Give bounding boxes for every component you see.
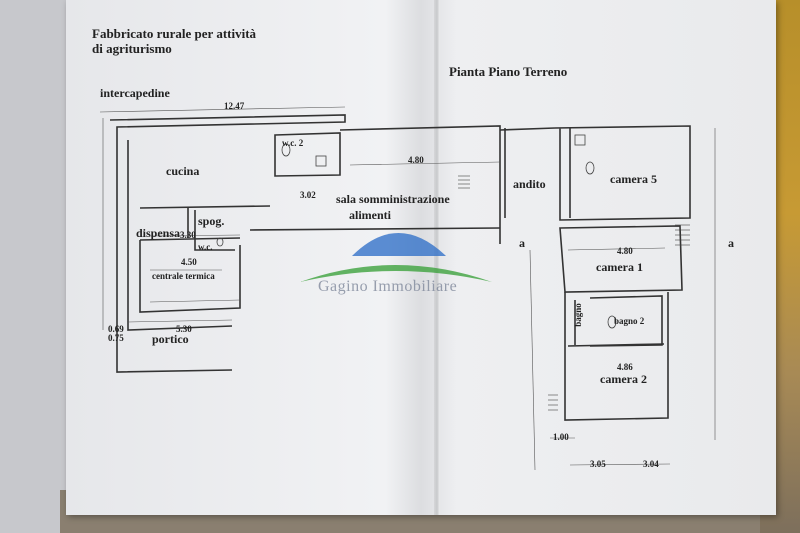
dimension-label: 5.30 [176, 324, 192, 334]
dimension-label: 4.86 [617, 362, 633, 372]
dimension-label: 3.04 [643, 459, 659, 469]
label-alimenti: alimenti [349, 208, 391, 222]
label-dispensa: dispensa [136, 226, 181, 240]
label-andito: andito [513, 177, 546, 191]
watermark-logo [300, 233, 492, 282]
label-centrale-termica: centrale termica [152, 271, 215, 281]
dimension-label: 4.50 [181, 257, 197, 267]
label-cucina: cucina [166, 164, 200, 178]
dimension-label: 3.30 [180, 230, 196, 240]
label-portico: portico [152, 332, 189, 346]
document-title: Fabbricato rurale per attività [92, 26, 257, 41]
dimension-label: 12.47 [224, 101, 245, 111]
section-mark-left: a [519, 236, 525, 250]
paper-fold [434, 0, 440, 515]
label-spog: spog. [198, 214, 225, 228]
section-mark-right: a [728, 236, 734, 250]
label-bagno-side: bagno [572, 303, 583, 327]
floor-plan-sheet [66, 0, 776, 515]
watermark-text: Gagino Immobiliare [318, 278, 458, 295]
dimension-label: 0.69 [108, 324, 124, 334]
dimension-label: 3.05 [590, 459, 606, 469]
label-wc: w.c. [198, 242, 213, 252]
label-wc2: w.c. 2 [282, 138, 304, 148]
dimension-label: 4.80 [617, 246, 633, 256]
label-camera1: camera 1 [596, 260, 643, 274]
dimension-label: 1.00 [553, 432, 569, 442]
dimension-label: 0.75 [108, 333, 124, 343]
label-camera2: camera 2 [600, 372, 647, 386]
dimension-label: 3.02 [300, 190, 316, 200]
label-camera5: camera 5 [610, 172, 657, 186]
label-bagno2: bagno 2 [614, 316, 645, 326]
label-sala: sala somministrazione [336, 192, 450, 206]
dimension-label: 4.80 [408, 155, 424, 165]
label-intercapedine: intercapedine [100, 86, 170, 100]
document-subtitle: di agriturismo [92, 41, 172, 56]
plan-title: Pianta Piano Terreno [449, 64, 568, 79]
